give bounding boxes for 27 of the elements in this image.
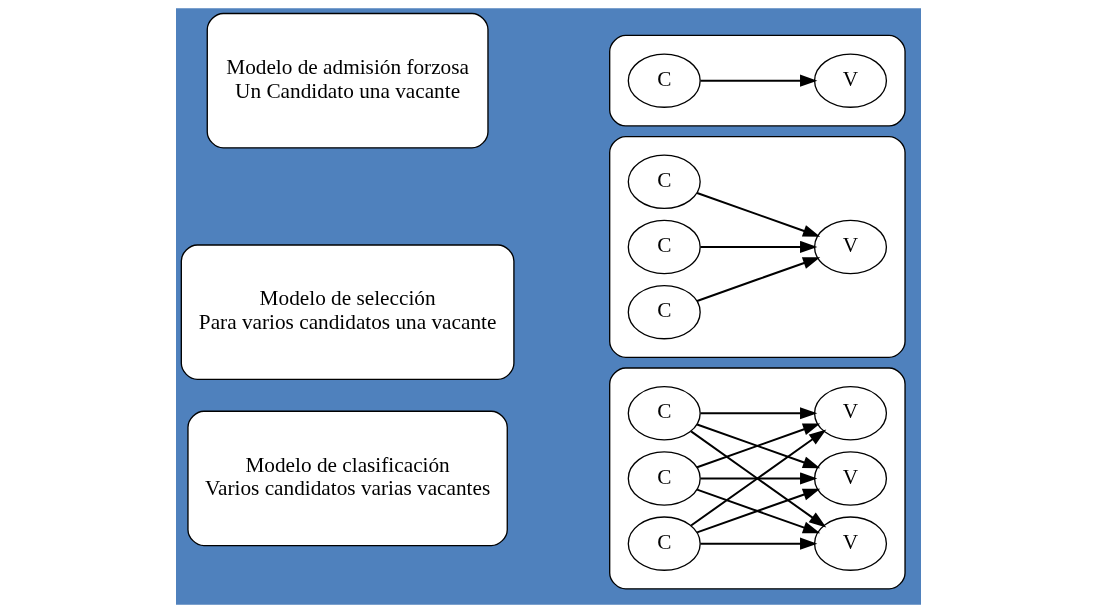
arrow [699, 537, 817, 550]
arrow [699, 472, 817, 485]
arrow [695, 488, 820, 534]
node-ellipse: V [813, 516, 887, 571]
node-ellipse: C [627, 386, 701, 441]
arrow [695, 257, 820, 302]
node-box: Modelo de selección Para varios candidatos una vacante [180, 244, 515, 380]
arrow [699, 240, 817, 254]
node-box: Modelo de admisión forzosa Un Candidato una vacante [206, 12, 489, 149]
node-ellipse: V [813, 451, 887, 506]
node-ellipse: V [813, 219, 887, 275]
node-ellipse: V [813, 53, 887, 108]
cluster [608, 34, 906, 127]
node-box: Modelo de clasificación Varios candidatos varias vacantes [186, 410, 508, 547]
arrow [699, 74, 817, 87]
node-ellipse: C [627, 451, 701, 506]
node-ellipse: C [627, 516, 701, 571]
node-ellipse: V [813, 386, 887, 441]
arrow [699, 407, 817, 420]
node-ellipse: C [627, 284, 701, 340]
node-ellipse: C [627, 154, 701, 210]
cluster [608, 135, 906, 359]
arrow [695, 192, 820, 237]
cluster [608, 367, 906, 590]
node-ellipse: C [627, 53, 701, 108]
node-ellipse: C [627, 219, 701, 275]
arrow [695, 423, 820, 469]
